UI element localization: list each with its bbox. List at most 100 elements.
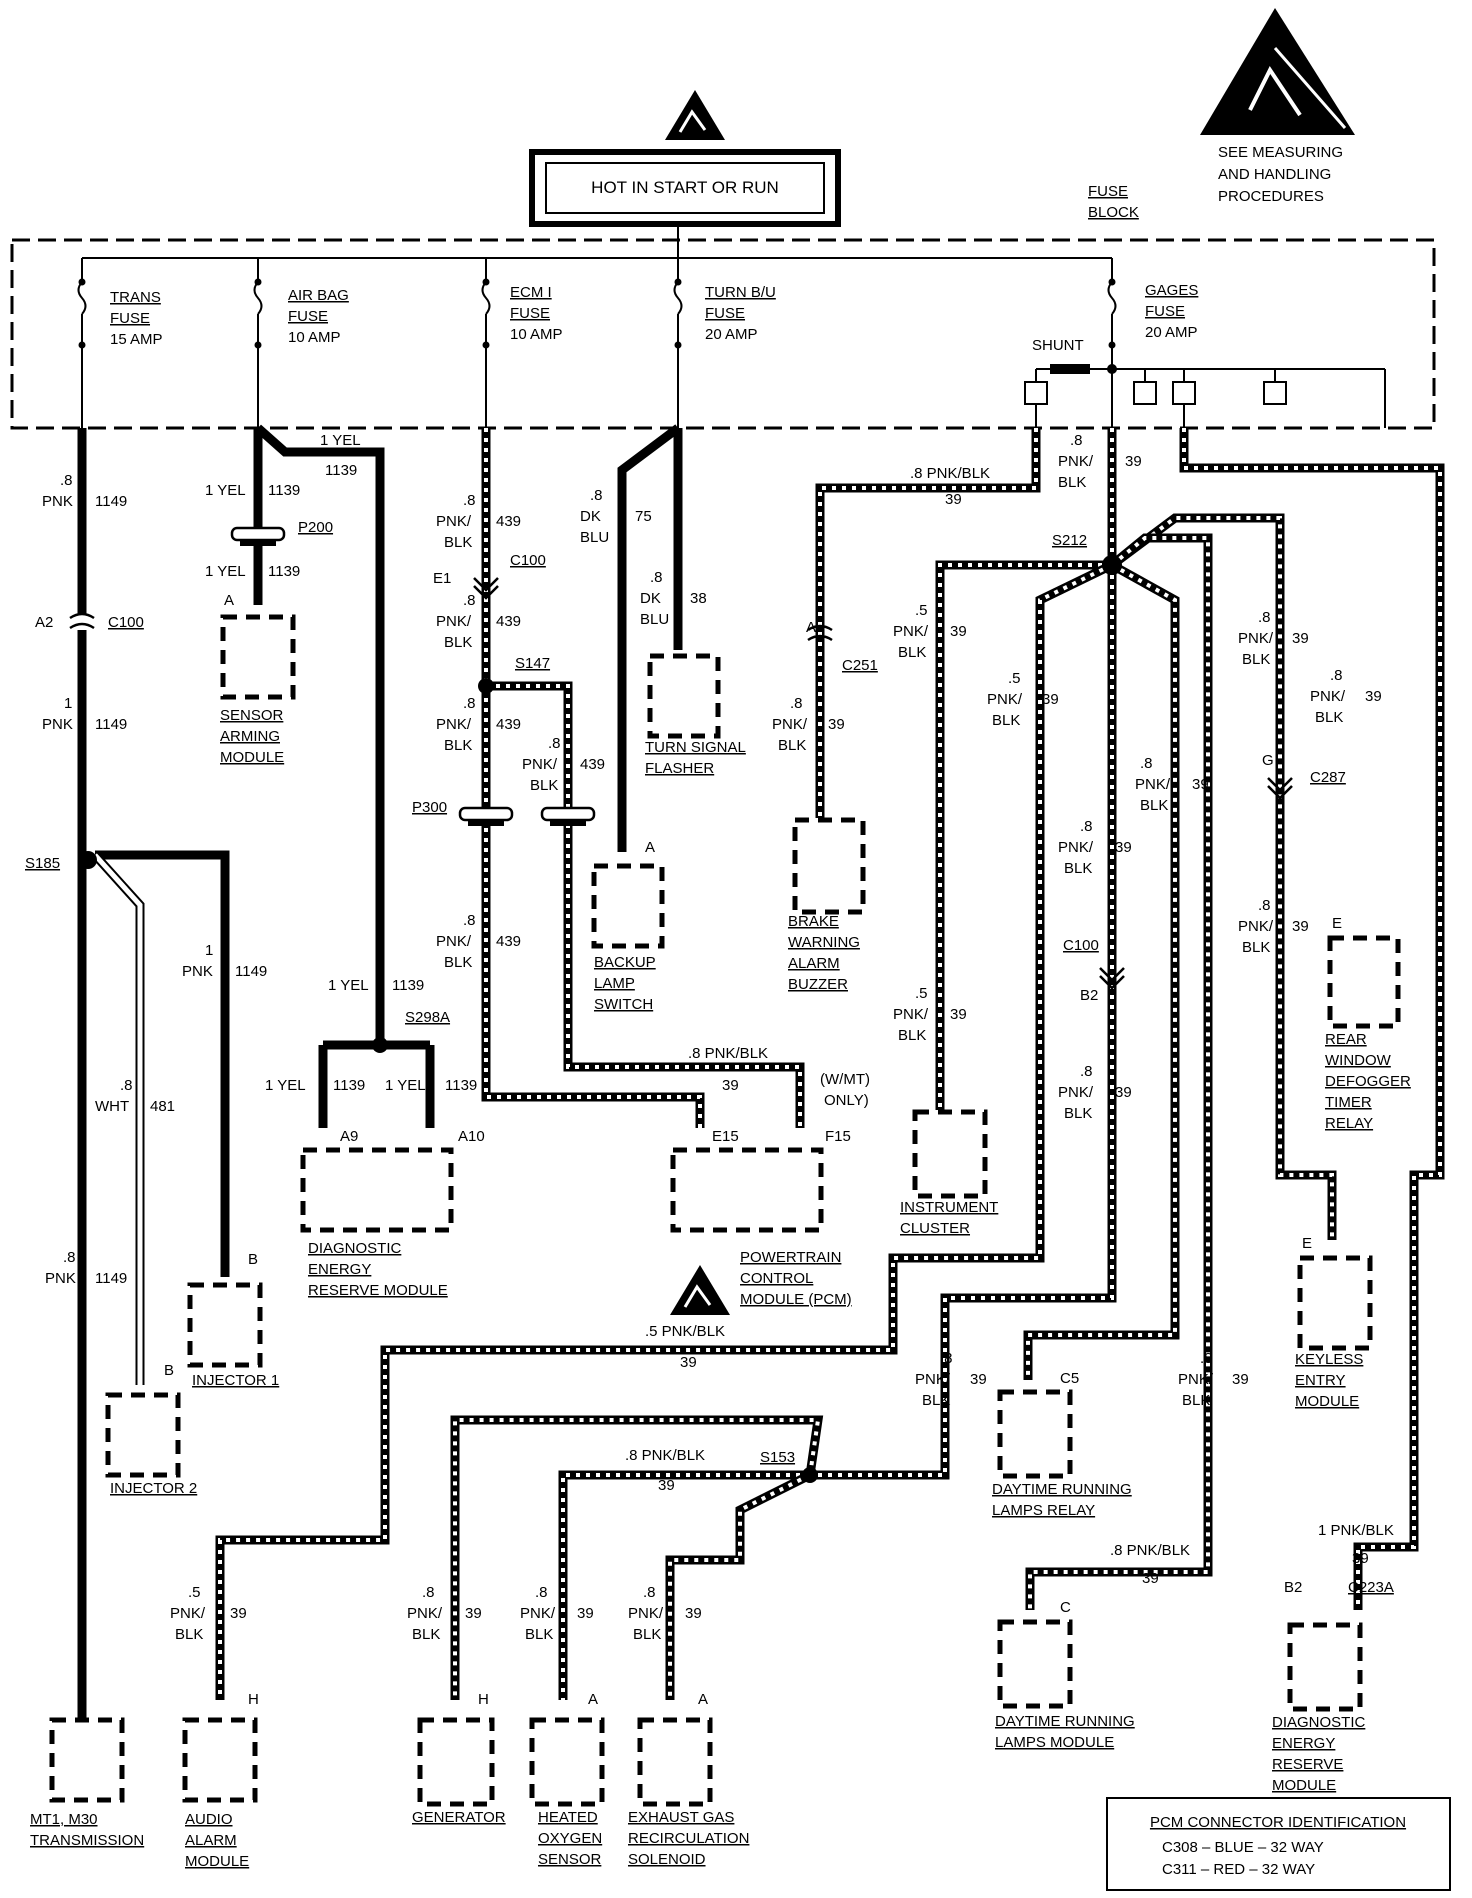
svg-text:1139: 1139 — [445, 1077, 477, 1094]
svg-text:FUSE: FUSE — [705, 305, 745, 322]
svg-text:.8 PNK/BLK: .8 PNK/BLK — [625, 1447, 705, 1464]
svg-text:.8: .8 — [790, 695, 803, 712]
svg-text:PNK/: PNK/ — [1058, 1084, 1094, 1101]
svg-text:BLK: BLK — [412, 1626, 440, 1643]
svg-text:PNK/: PNK/ — [1238, 630, 1274, 647]
svg-text:RELAY: RELAY — [1325, 1115, 1373, 1132]
svg-text:SOLENOID: SOLENOID — [628, 1851, 706, 1868]
svg-text:39: 39 — [230, 1605, 247, 1622]
svg-text:PNK/: PNK/ — [1058, 839, 1094, 856]
svg-text:DAYTIME RUNNING: DAYTIME RUNNING — [992, 1481, 1132, 1498]
svg-text:S185: S185 — [25, 855, 60, 872]
svg-text:S147: S147 — [515, 655, 550, 672]
svg-text:38: 38 — [690, 590, 707, 607]
svg-text:1 YEL: 1 YEL — [328, 977, 369, 994]
svg-text:10 AMP: 10 AMP — [510, 326, 563, 343]
instrument-cluster-box — [912, 1109, 988, 1199]
connector-labels: A2 C100 P200 A E1 C100 S147 P300 A A C25… — [25, 519, 1394, 1708]
svg-text:1 YEL: 1 YEL — [385, 1077, 426, 1094]
svg-text:(W/MT): (W/MT) — [820, 1071, 870, 1088]
svg-text:C5: C5 — [1060, 1370, 1079, 1387]
svg-text:PNK/: PNK/ — [436, 933, 472, 950]
svg-text:DIAGNOSTIC: DIAGNOSTIC — [1272, 1714, 1366, 1731]
shunt-bar: SHUNT — [1024, 337, 1386, 428]
svg-text:B2: B2 — [1080, 987, 1098, 1004]
svg-text:.8 PNK/BLK: .8 PNK/BLK — [1110, 1542, 1190, 1559]
svg-text:LAMPS MODULE: LAMPS MODULE — [995, 1734, 1114, 1751]
svg-text:BLK: BLK — [1140, 797, 1168, 814]
svg-text:BLK: BLK — [175, 1626, 203, 1643]
wire-injector2-481 — [91, 851, 145, 1385]
svg-text:39: 39 — [950, 623, 967, 640]
svg-text:39: 39 — [1232, 1371, 1249, 1388]
svg-text:.8: .8 — [463, 912, 476, 929]
svg-text:PNK/: PNK/ — [1310, 688, 1346, 705]
svg-text:1149: 1149 — [235, 963, 267, 980]
hot-in-start-or-run-box: HOT IN START OR RUN — [529, 149, 841, 227]
svg-text:RECIRCULATION: RECIRCULATION — [628, 1830, 749, 1847]
svg-text:.8: .8 — [1200, 1350, 1213, 1367]
svg-text:.8: .8 — [1330, 667, 1343, 684]
svg-text:.8 PNK/BLK: .8 PNK/BLK — [910, 465, 990, 482]
svg-text:39: 39 — [658, 1477, 675, 1494]
svg-text:.8: .8 — [1070, 432, 1083, 449]
svg-text:ARMING: ARMING — [220, 728, 280, 745]
svg-text:BLK: BLK — [444, 534, 472, 551]
svg-text:.5: .5 — [915, 985, 928, 1002]
svg-text:PNK/: PNK/ — [520, 1605, 556, 1622]
svg-text:1: 1 — [205, 942, 213, 959]
esd-symbol-pcm — [670, 1265, 730, 1315]
fuse-air-bag: AIR BAG FUSE 10 AMP — [253, 258, 349, 428]
component-boxes — [49, 614, 1401, 1807]
svg-text:A: A — [588, 1691, 598, 1708]
svg-text:BRAKE: BRAKE — [788, 913, 839, 930]
svg-text:PNK/: PNK/ — [772, 716, 808, 733]
svg-text:1: 1 — [64, 695, 72, 712]
svg-text:BLK: BLK — [633, 1626, 661, 1643]
svg-text:B: B — [164, 1362, 174, 1379]
esd-symbol-top — [665, 90, 725, 140]
svg-text:.8: .8 — [60, 472, 73, 489]
svg-text:.8: .8 — [463, 695, 476, 712]
svg-text:PNK/: PNK/ — [522, 756, 558, 773]
svg-text:INSTRUMENT: INSTRUMENT — [900, 1199, 998, 1216]
rear-defogger-box — [1327, 935, 1401, 1029]
svg-text:PNK: PNK — [42, 716, 73, 733]
svg-text:DAYTIME RUNNING: DAYTIME RUNNING — [995, 1713, 1135, 1730]
svg-text:A10: A10 — [458, 1128, 485, 1145]
svg-text:TIMER: TIMER — [1325, 1094, 1372, 1111]
svg-text:MODULE: MODULE — [220, 749, 284, 766]
wire-turn-75-38 — [617, 424, 683, 852]
svg-text:39: 39 — [1352, 1550, 1369, 1567]
brake-warning-buzzer-box — [792, 817, 866, 915]
derm-top-box — [300, 1147, 454, 1233]
svg-text:.5: .5 — [188, 1584, 201, 1601]
svg-text:DK: DK — [580, 508, 601, 525]
keyless-entry-box — [1297, 1255, 1373, 1351]
svg-text:LAMPS RELAY: LAMPS RELAY — [992, 1502, 1095, 1519]
svg-text:BLK: BLK — [444, 634, 472, 651]
svg-text:AIR BAG: AIR BAG — [288, 287, 349, 304]
svg-text:P200: P200 — [298, 519, 333, 536]
svg-text:39: 39 — [1292, 918, 1309, 935]
svg-text:CLUSTER: CLUSTER — [900, 1220, 970, 1237]
svg-text:39: 39 — [1142, 1570, 1159, 1587]
svg-text:TURN B/U: TURN B/U — [705, 284, 776, 301]
svg-text:.5: .5 — [915, 602, 928, 619]
svg-text:KEYLESS: KEYLESS — [1295, 1351, 1363, 1368]
svg-text:A: A — [698, 1691, 708, 1708]
svg-text:G: G — [1262, 752, 1274, 769]
sensor-arming-module-box — [220, 614, 296, 700]
svg-text:39: 39 — [1115, 1084, 1132, 1101]
esd-note-2: AND HANDLING — [1218, 166, 1331, 183]
wire-trans-1149 — [77, 428, 230, 1718]
fuse-trans: TRANS FUSE 15 AMP — [77, 258, 163, 428]
svg-text:MODULE (PCM): MODULE (PCM) — [740, 1291, 852, 1308]
svg-text:PNK: PNK — [45, 1270, 76, 1287]
svg-text:A: A — [806, 619, 816, 636]
svg-text:39: 39 — [1292, 630, 1309, 647]
svg-text:39: 39 — [1192, 776, 1209, 793]
svg-text:BLK: BLK — [1242, 651, 1270, 668]
backup-lamp-switch-box — [591, 863, 665, 949]
